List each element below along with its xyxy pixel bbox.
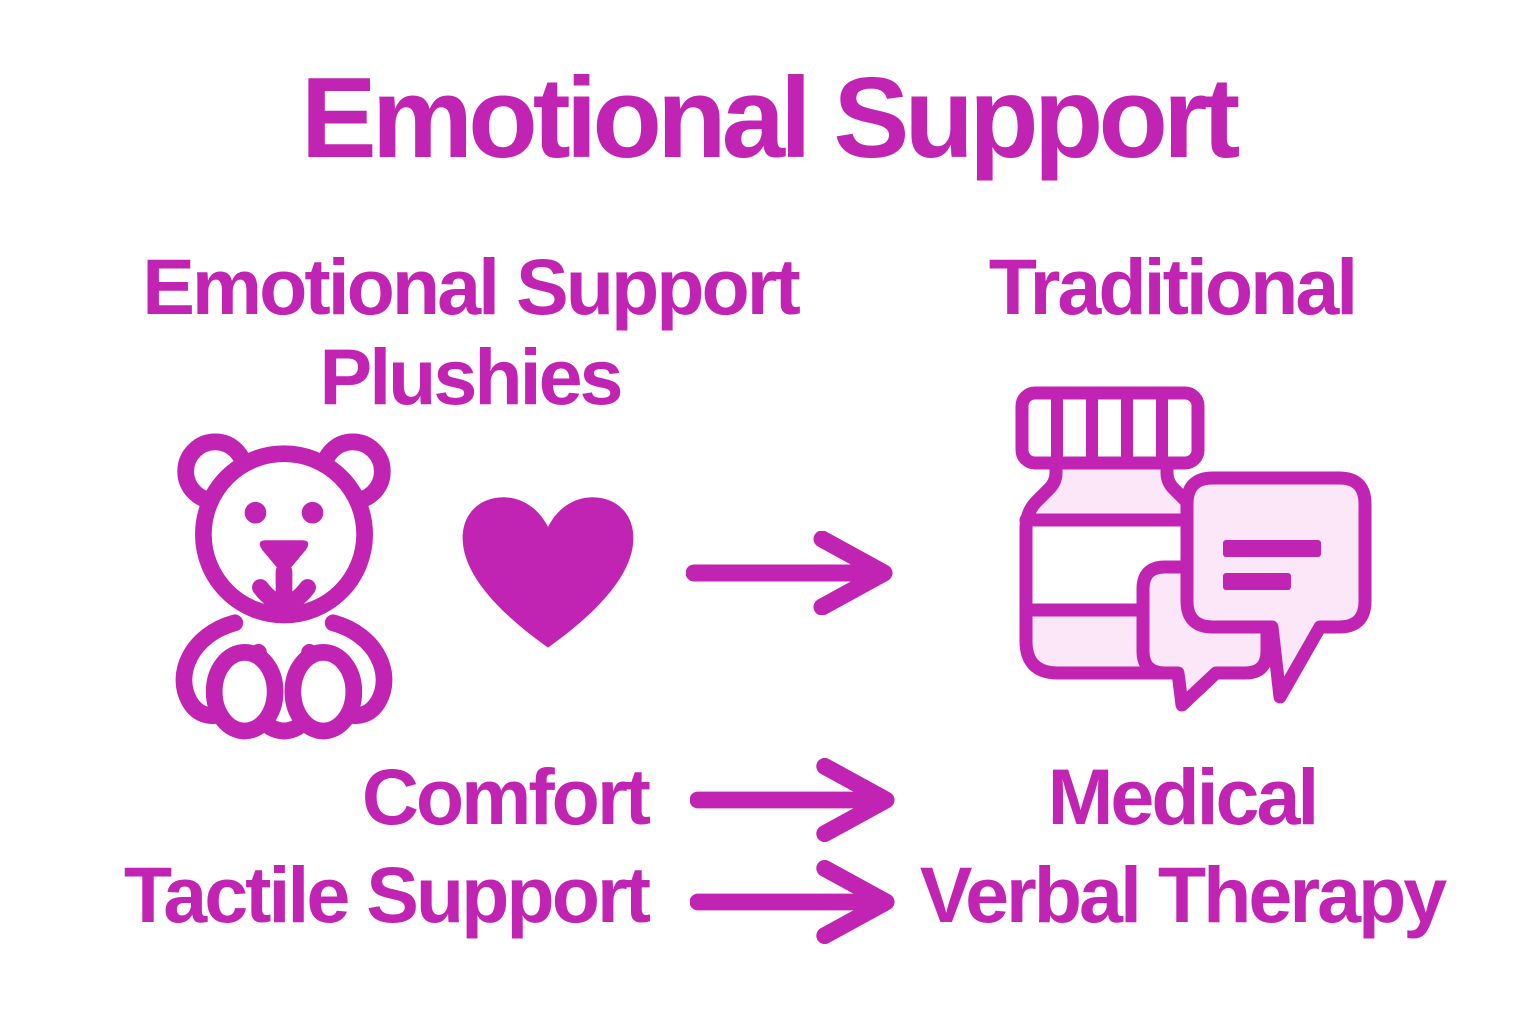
right-row-label: Verbal Therapy	[919, 850, 1447, 939]
arrow-right-icon	[686, 531, 893, 615]
arrow-right-icon	[690, 860, 895, 944]
heading-line: Plushies	[319, 332, 624, 421]
right-column-heading: Traditional	[988, 242, 1358, 331]
left-row-label: Tactile Support	[123, 850, 651, 939]
left-column-heading: Emotional Support Plushies	[142, 242, 801, 422]
right-row-label: Medical	[1047, 752, 1320, 841]
teddy-bear-icon	[175, 433, 393, 740]
heading-line: Emotional Support	[142, 242, 801, 331]
chat-bubbles-icon	[1136, 471, 1372, 712]
left-row-label: Comfort	[361, 752, 651, 841]
page-title: Emotional Support	[300, 55, 1241, 182]
arrow-right-icon	[690, 758, 895, 842]
pill-bottle-chat-icon	[1015, 386, 1372, 712]
heart-icon	[462, 497, 634, 648]
